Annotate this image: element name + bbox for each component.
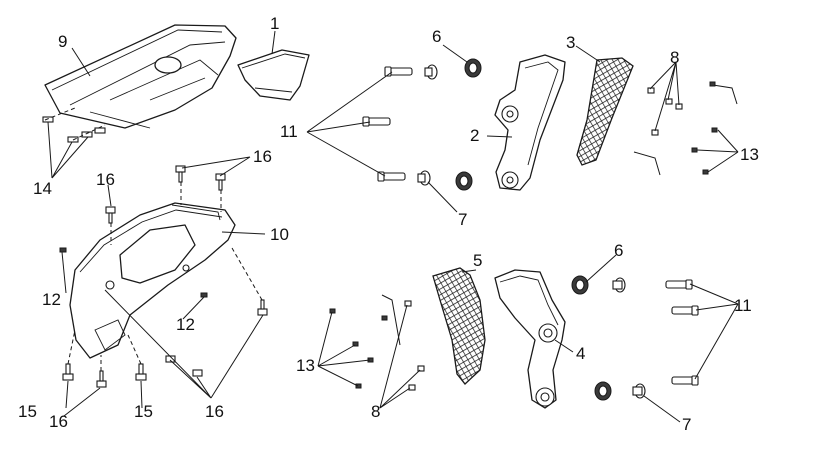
part-8-screws-lower xyxy=(404,300,425,391)
callout-3: 3 xyxy=(566,33,575,52)
part-11-bolts-lower xyxy=(665,279,699,386)
assembly-lines xyxy=(44,107,263,371)
callout-7-lower: 7 xyxy=(682,415,691,434)
callout-15-a: 15 xyxy=(18,402,37,421)
leader-lines xyxy=(47,30,739,423)
callout-6-upper: 6 xyxy=(432,27,441,46)
callout-11-lower: 11 xyxy=(734,296,752,315)
callout-1: 1 xyxy=(270,14,279,33)
callout-14: 14 xyxy=(33,179,52,198)
callout-16-d: 16 xyxy=(49,412,68,431)
part-16-bolts xyxy=(96,165,268,388)
part-15-screws xyxy=(62,363,147,381)
callout-12-a: 12 xyxy=(42,290,61,309)
callout-8-lower: 8 xyxy=(371,402,380,421)
part-13-pins-upper xyxy=(633,81,738,176)
part-7-spacers-upper xyxy=(417,64,438,186)
callout-16-a: 16 xyxy=(253,147,272,166)
part-6-grommets-lower xyxy=(571,275,612,401)
callout-2: 2 xyxy=(470,126,479,145)
callout-12-b: 12 xyxy=(176,315,195,334)
callout-13-upper: 13 xyxy=(740,145,759,164)
callout-11-upper: 11 xyxy=(280,122,298,141)
part-10-lower-fender xyxy=(69,202,236,359)
callout-13-lower: 13 xyxy=(296,356,315,375)
part-5-lower-footboard xyxy=(432,267,486,385)
part-13-pins-lower xyxy=(329,294,401,389)
part-6-grommets-upper xyxy=(455,58,482,191)
callout-16-c: 16 xyxy=(205,402,224,421)
callout-9: 9 xyxy=(58,32,67,51)
part-2-upper-bracket xyxy=(494,54,566,191)
part-11-bolts-upper xyxy=(362,66,413,182)
callout-15-b: 15 xyxy=(134,402,153,421)
callout-5: 5 xyxy=(473,251,482,270)
callout-6-lower: 6 xyxy=(614,241,623,260)
part-4-lower-bracket xyxy=(494,269,566,409)
callout-10: 10 xyxy=(270,225,289,244)
callout-7-upper: 7 xyxy=(458,210,467,229)
part-7-spacers-lower xyxy=(612,277,646,399)
part-8-screws-upper xyxy=(647,87,683,136)
part-3-upper-footboard xyxy=(576,57,634,166)
callout-labels: 9 1 6 3 8 11 2 13 14 16 16 7 10 5 6 12 1… xyxy=(18,14,759,434)
callout-8-upper: 8 xyxy=(670,48,679,67)
part-9-upper-cover xyxy=(44,24,237,129)
part-1-small-shroud xyxy=(237,49,310,101)
callout-4: 4 xyxy=(576,344,585,363)
callout-16-b: 16 xyxy=(96,170,115,189)
